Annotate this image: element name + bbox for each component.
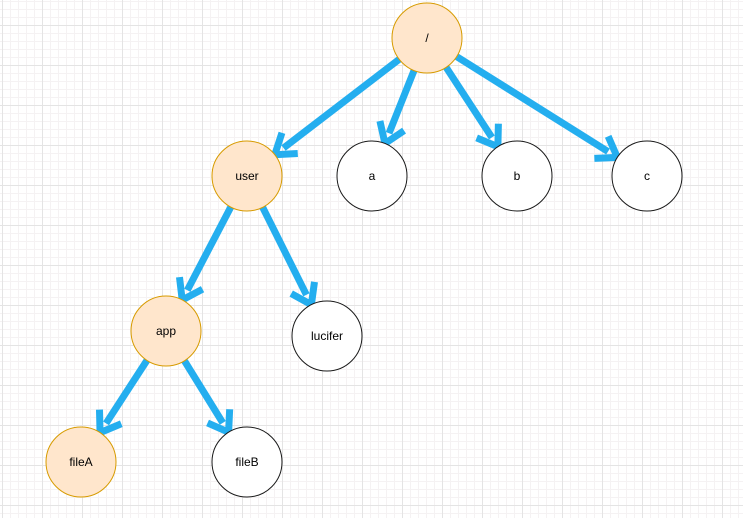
edge-line	[257, 201, 310, 297]
node-label: lucifer	[311, 329, 343, 343]
node-circle	[481, 140, 553, 212]
node-circle	[336, 140, 408, 212]
node-label: user	[235, 169, 258, 183]
node-label: a	[369, 169, 376, 183]
edge-line	[184, 200, 237, 292]
edge-app-fileA[interactable]	[95, 354, 153, 438]
edge-line	[450, 50, 610, 155]
node-label: b	[514, 169, 521, 183]
edge-line	[103, 354, 153, 426]
node-circle	[45, 426, 117, 498]
edge-root-a[interactable]	[376, 64, 420, 150]
tree-node-b[interactable]: b	[481, 140, 553, 212]
tree-node-lucifer[interactable]: lucifer	[291, 300, 363, 372]
node-label: /	[425, 31, 429, 45]
tree-node-a[interactable]: a	[336, 140, 408, 212]
node-circle	[130, 295, 202, 367]
node-label: c	[644, 169, 650, 183]
node-circle	[211, 140, 283, 212]
edge-app-fileB[interactable]	[178, 354, 234, 438]
edge-line	[385, 64, 420, 135]
edge-user-app[interactable]	[176, 200, 237, 306]
edge-line	[178, 354, 226, 425]
edge-user-lucifer[interactable]	[257, 201, 318, 311]
edges-layer	[95, 50, 623, 438]
tree-node-app[interactable]: app	[130, 295, 202, 367]
tree-node-fileB[interactable]: fileB	[211, 426, 283, 498]
node-circle	[291, 300, 363, 372]
node-circle	[611, 140, 683, 212]
node-label: fileB	[235, 455, 258, 469]
tree-node-fileA[interactable]: fileA	[45, 426, 117, 498]
edge-root-c[interactable]	[450, 50, 623, 162]
node-circle	[391, 2, 463, 74]
node-label: app	[156, 324, 176, 338]
edge-line	[281, 53, 406, 151]
tree-node-c[interactable]: c	[611, 140, 683, 212]
tree-node-root[interactable]: /	[391, 2, 463, 74]
node-label: fileA	[69, 455, 92, 469]
tree-node-user[interactable]: user	[211, 140, 283, 212]
node-circle	[211, 426, 283, 498]
nodes-layer: / user a b c app lucifer fileA fileB	[45, 2, 683, 498]
edge-line	[440, 61, 495, 140]
